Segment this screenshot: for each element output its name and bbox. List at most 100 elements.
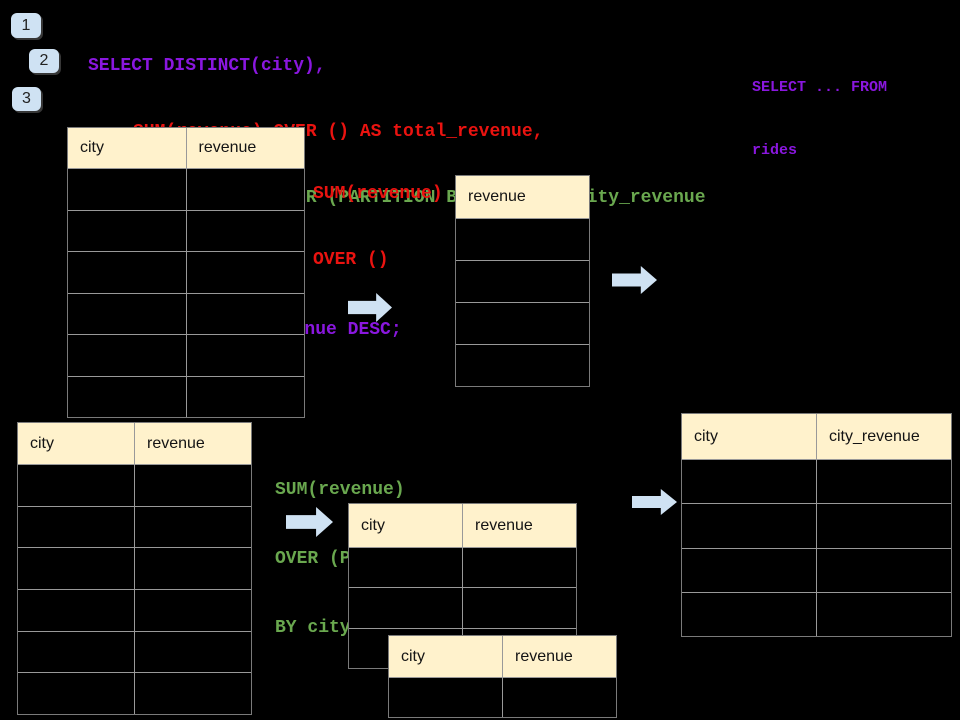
column-header-city: city — [18, 423, 135, 464]
empty-cell — [503, 678, 616, 717]
table-row — [18, 589, 251, 631]
empty-cell — [135, 590, 251, 631]
empty-cell — [68, 335, 187, 376]
table-row — [18, 464, 251, 506]
empty-cell — [18, 548, 135, 590]
empty-cell — [817, 593, 951, 636]
table-row — [682, 459, 951, 504]
source-table-bottom: city revenue — [17, 422, 252, 716]
empty-cell — [456, 261, 589, 302]
empty-cell — [389, 678, 503, 717]
source-table-top: city revenue — [67, 127, 305, 418]
empty-cell — [682, 548, 817, 592]
empty-cell — [135, 673, 251, 714]
column-header-city: city — [68, 128, 187, 168]
window-total-annotation: SUM(revenue) OVER () — [313, 139, 443, 315]
empty-cell — [187, 294, 305, 335]
annotation-line: SUM(revenue) — [313, 184, 443, 204]
sql-code-line-select: SELECT DISTINCT(city), — [88, 56, 326, 76]
empty-cell — [18, 673, 135, 715]
step-badge-3: 3 — [12, 87, 41, 111]
table-row — [682, 547, 951, 592]
empty-cell — [349, 548, 463, 588]
annotation-line: BY city) — [275, 618, 362, 638]
empty-cell — [349, 588, 463, 628]
table-header-row: city revenue — [349, 504, 576, 547]
table-row — [68, 251, 304, 293]
empty-cell — [187, 335, 305, 376]
total-revenue-table: revenue — [455, 175, 590, 387]
empty-cell — [463, 588, 576, 627]
empty-cell — [18, 631, 135, 673]
column-header-city: city — [682, 414, 817, 459]
empty-cell — [817, 549, 951, 592]
table-header-row: city revenue — [389, 636, 616, 677]
empty-cell — [68, 293, 187, 334]
empty-cell — [682, 460, 817, 504]
empty-cell — [817, 460, 951, 503]
empty-cell — [68, 210, 187, 251]
empty-cell — [456, 219, 589, 260]
table-row — [68, 292, 305, 335]
sql-summary-note-line: SELECT ... FROM — [752, 79, 888, 96]
table-row — [349, 587, 576, 628]
empty-cell — [18, 465, 135, 506]
empty-cell — [187, 252, 305, 293]
empty-cell — [135, 632, 251, 673]
empty-cell — [682, 504, 817, 548]
column-header-city: city — [389, 636, 503, 677]
table-row — [18, 505, 251, 548]
table-row — [18, 547, 251, 590]
empty-cell — [456, 303, 589, 344]
table-row — [349, 547, 576, 588]
table-header-row: city city_revenue — [682, 414, 951, 459]
column-header-revenue: revenue — [468, 188, 526, 205]
sql-summary-note: SELECT ... FROM rides — [752, 35, 887, 203]
empty-cell — [18, 506, 135, 548]
annotation-line: SUM(revenue) — [275, 480, 405, 500]
empty-cell — [135, 548, 251, 589]
right-arrow-icon — [632, 489, 677, 515]
table-row — [456, 344, 589, 386]
table-header-row: city revenue — [68, 128, 304, 168]
column-header-revenue: revenue — [515, 647, 573, 665]
empty-cell — [187, 169, 305, 210]
empty-cell — [68, 169, 187, 210]
empty-cell — [187, 377, 305, 418]
column-header-revenue: revenue — [198, 139, 257, 156]
table-row — [456, 302, 589, 344]
city-revenue-result-table: city city_revenue — [681, 413, 952, 638]
column-header-revenue: revenue — [475, 516, 533, 534]
partitioned-table-2: city revenue — [388, 635, 617, 718]
empty-cell — [187, 211, 305, 252]
table-row — [68, 375, 305, 418]
empty-cell — [68, 376, 187, 417]
table-row — [18, 630, 251, 673]
step-badge-2: 2 — [29, 49, 59, 73]
column-header-city: city — [349, 504, 463, 547]
empty-cell — [817, 504, 951, 547]
empty-cell — [463, 548, 576, 587]
table-row — [456, 260, 589, 302]
table-header-row: city revenue — [18, 423, 251, 464]
table-row — [682, 591, 951, 637]
table-row — [68, 209, 305, 252]
table-row — [68, 334, 304, 376]
table-row — [456, 218, 589, 260]
table-header-row: revenue — [456, 176, 589, 218]
empty-cell — [456, 345, 589, 386]
table-row — [389, 677, 616, 717]
sql-summary-note-line: rides — [752, 142, 798, 159]
column-header-city_revenue: city_revenue — [829, 427, 920, 445]
empty-cell — [135, 507, 251, 548]
empty-cell — [18, 590, 135, 631]
column-header-revenue: revenue — [147, 434, 205, 452]
annotation-line: OVER () — [313, 250, 389, 270]
empty-cell — [682, 592, 817, 637]
step-badge-1: 1 — [11, 13, 41, 38]
empty-cell — [68, 252, 187, 293]
table-row — [68, 168, 304, 210]
table-row — [18, 672, 251, 715]
table-row — [682, 503, 951, 548]
